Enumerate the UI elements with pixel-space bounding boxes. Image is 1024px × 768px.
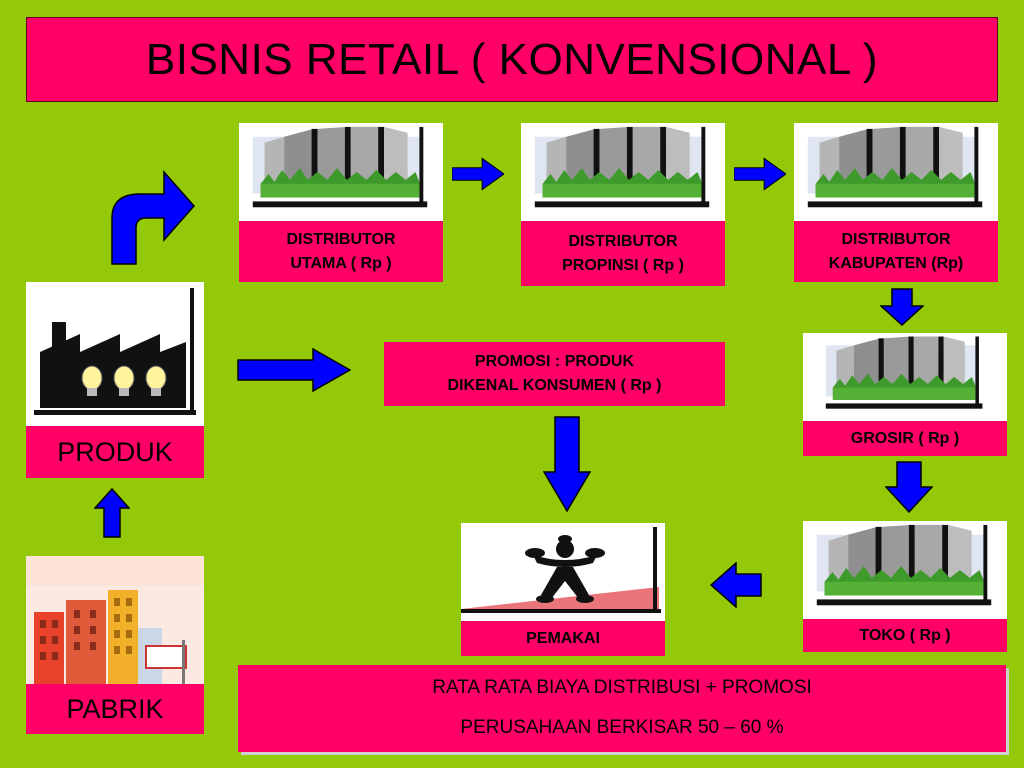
arrow-curved-icon [111, 170, 196, 265]
city-image [26, 556, 204, 684]
toko-label: TOKO ( Rp ) [803, 619, 1007, 652]
warehouse-image-kabupaten [794, 123, 998, 221]
warehouse-icon [817, 333, 993, 421]
warehouse-icon [807, 521, 1003, 619]
distributor-utama-label: DISTRIBUTOR UTAMA ( Rp ) [239, 221, 443, 282]
distributor-propinsi-label: DISTRIBUTOR PROPINSI ( Rp ) [521, 221, 725, 286]
promosi-label: PROMOSI : PRODUK DIKENAL KONSUMEN ( Rp ) [384, 342, 725, 406]
pabrik-label: PABRIK [26, 684, 204, 734]
arrow-right-icon [237, 348, 351, 392]
city-buildings-icon [26, 556, 204, 684]
warehouse-icon [798, 123, 994, 221]
arrow-down-icon [880, 288, 924, 326]
warehouse-image-grosir [803, 333, 1007, 421]
factory-image [26, 282, 204, 426]
distributor-kabupaten-label: DISTRIBUTOR KABUPATEN (Rp) [794, 221, 998, 282]
arrow-up-icon [94, 488, 130, 538]
warehouse-image-propinsi [521, 123, 725, 221]
arrow-right-icon [452, 157, 504, 191]
page-title: BISNIS RETAIL ( KONVENSIONAL ) [145, 34, 879, 84]
arrow-left-icon [710, 562, 762, 608]
consumer-image [461, 523, 665, 621]
warehouse-image-utama [239, 123, 443, 221]
grosir-label: GROSIR ( Rp ) [803, 421, 1007, 456]
produk-label: PRODUK [26, 426, 204, 478]
arrow-right-icon [734, 157, 786, 191]
summary-box: RATA RATA BIAYA DISTRIBUSI + PROMOSI PER… [238, 665, 1006, 752]
arrow-down-icon [885, 461, 933, 513]
warehouse-icon [525, 123, 721, 221]
pemakai-label: PEMAKAI [461, 621, 665, 656]
summary-line-1: RATA RATA BIAYA DISTRIBUSI + PROMOSI [432, 677, 812, 698]
arrow-down-icon [543, 416, 591, 512]
summary-line-2: PERUSAHAAN BERKISAR 50 – 60 % [460, 717, 784, 738]
factory-bulbs-icon [26, 282, 204, 426]
warehouse-icon [243, 123, 439, 221]
warehouse-image-toko [803, 521, 1007, 619]
consumer-figure-icon [461, 523, 665, 621]
title-box: BISNIS RETAIL ( KONVENSIONAL ) [26, 17, 998, 102]
